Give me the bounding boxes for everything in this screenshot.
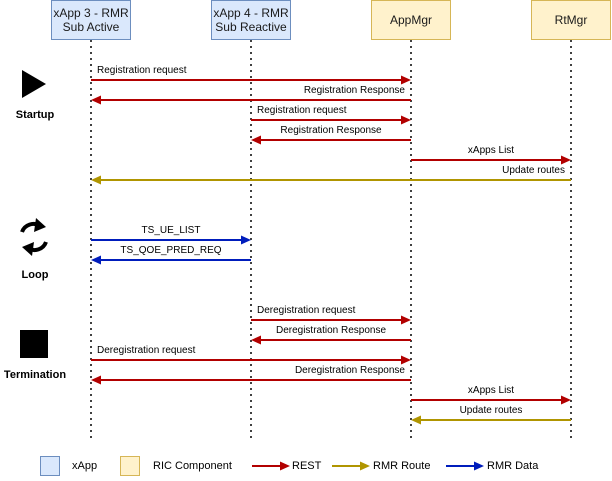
message-arrow-5 [411,155,571,165]
phase-label-startup: Startup [15,109,55,121]
message-arrow-6 [91,175,571,185]
stop-icon [20,330,48,358]
participant-xapp3: xApp 3 - RMR Sub Active [51,0,131,40]
legend-label-1: xApp [72,460,98,472]
message-label-6: Update routes [502,165,565,176]
legend-arrow-rmr-route [332,461,370,471]
loop-arrowhead-top [34,218,46,232]
message-arrow-12 [91,375,411,385]
legend-label-3: REST [292,460,322,472]
message-arrow-1 [91,75,411,85]
message-arrow-13 [411,395,571,405]
message-label-1: Registration request [97,65,187,76]
message-arrow-8 [91,255,251,265]
message-label-4: Registration Response [280,125,382,136]
message-label-9: Deregistration request [257,305,356,316]
message-label-14: Update routes [459,405,523,416]
phase-label-termination: Termination [3,369,67,381]
legend-swatch-ric [120,456,140,476]
message-arrow-4 [251,135,411,145]
legend-arrow-rest [252,461,290,471]
participant-appmgr: AppMgr [371,0,451,40]
legend-label-4: RMR Route [373,460,431,472]
play-icon [22,70,46,98]
message-arrow-2 [91,95,411,105]
legend-arrow-rmr-data [446,461,484,471]
message-label-7: TS_UE_LIST [141,225,201,236]
message-label-10: Deregistration Response [275,325,387,336]
message-label-8: TS_QOE_PRED_REQ [120,245,222,256]
message-label-3: Registration request [257,105,347,116]
message-arrow-7 [91,235,251,245]
participant-xapp4: xApp 4 - RMR Sub Reactive [211,0,291,40]
message-arrow-11 [91,355,411,365]
message-arrow-9 [251,315,411,325]
message-arrow-10 [251,335,411,345]
participant-rtmgr: RtMgr [531,0,611,40]
loop-arrowhead-bottom [22,242,34,256]
message-label-11: Deregistration request [97,345,196,356]
message-label-12: Deregistration Response [294,365,405,376]
message-label-2: Registration Response [303,85,405,96]
message-label-13: xApps List [467,385,515,396]
phase-label-loop: Loop [21,269,49,281]
message-arrow-3 [251,115,411,125]
message-arrow-14 [411,415,571,425]
legend-label-5: RMR Data [487,460,539,472]
message-label-5: xApps List [467,145,515,156]
legend-label-2: RIC Component [153,460,232,472]
legend-swatch-xapp [40,456,60,476]
